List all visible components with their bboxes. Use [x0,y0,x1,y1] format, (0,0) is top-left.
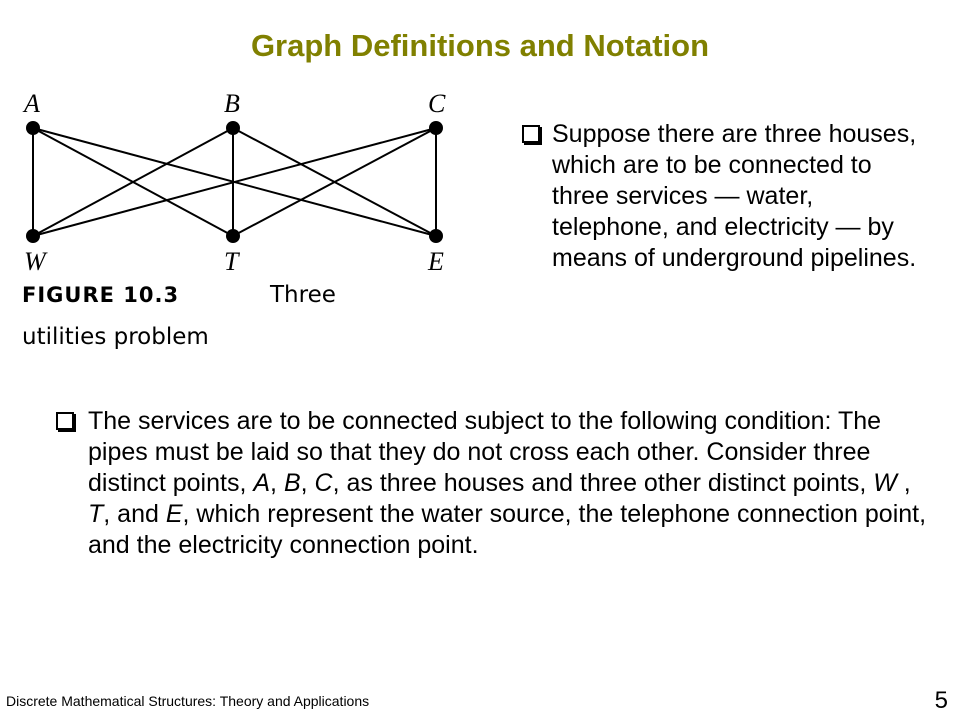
vertex-W [26,229,40,243]
bullet-text: Suppose there are three houses, which ar… [552,120,917,272]
figure-caption-line1: Three [269,282,336,308]
separator: , [270,469,284,497]
bullet-text-part: , as three houses and three other distin… [332,469,874,497]
point-E: E [165,500,183,528]
point-W: W [873,469,897,497]
utilities-graph: A B C W T E FIGURE 10.3 Three utilities … [22,89,446,350]
bullet-text-part: The services are to be connected subject… [88,407,882,497]
point-C: C [314,469,333,497]
checkbox-bullet-icon [522,125,540,143]
vertex-label-W: W [24,247,48,276]
footer-book-title: Discrete Mathematical Structures: Theory… [6,693,370,709]
edge-C-W [32,127,437,237]
point-B: B [283,469,301,497]
bullet-text-part: , which represent the water source, the … [88,500,927,559]
slide-number: 5 [934,687,948,714]
vertex-C [429,121,443,135]
bullet-suppose: Suppose there are three houses, which ar… [522,119,922,274]
point-T: T [88,500,104,528]
vertex-label-E: E [427,247,444,276]
graph-vertices [26,121,443,243]
point-A: A [253,469,271,497]
separator: , and [103,500,166,528]
bullet-services: The services are to be connected subject… [56,406,936,561]
separator: , [300,469,315,497]
vertex-B [226,121,240,135]
edge-B-W [32,127,234,237]
checkbox-bullet-icon [56,412,74,430]
vertex-T [226,229,240,243]
separator: , [896,469,911,497]
figure-caption-line2: utilities problem [22,324,209,350]
edge-C-T [232,127,437,237]
vertex-A [26,121,40,135]
vertex-label-C: C [428,89,446,118]
graph-edges [32,127,437,237]
vertex-label-A: A [22,89,40,118]
utilities-figure: A B C W T E FIGURE 10.3 Three utilities … [18,88,468,360]
figure-caption-label: FIGURE 10.3 [22,283,179,307]
vertex-E [429,229,443,243]
bullet-text: The services are to be connected subject… [88,406,936,561]
vertex-label-B: B [224,89,240,118]
page-title: Graph Definitions and Notation [250,28,710,63]
vertex-label-T: T [224,247,240,276]
